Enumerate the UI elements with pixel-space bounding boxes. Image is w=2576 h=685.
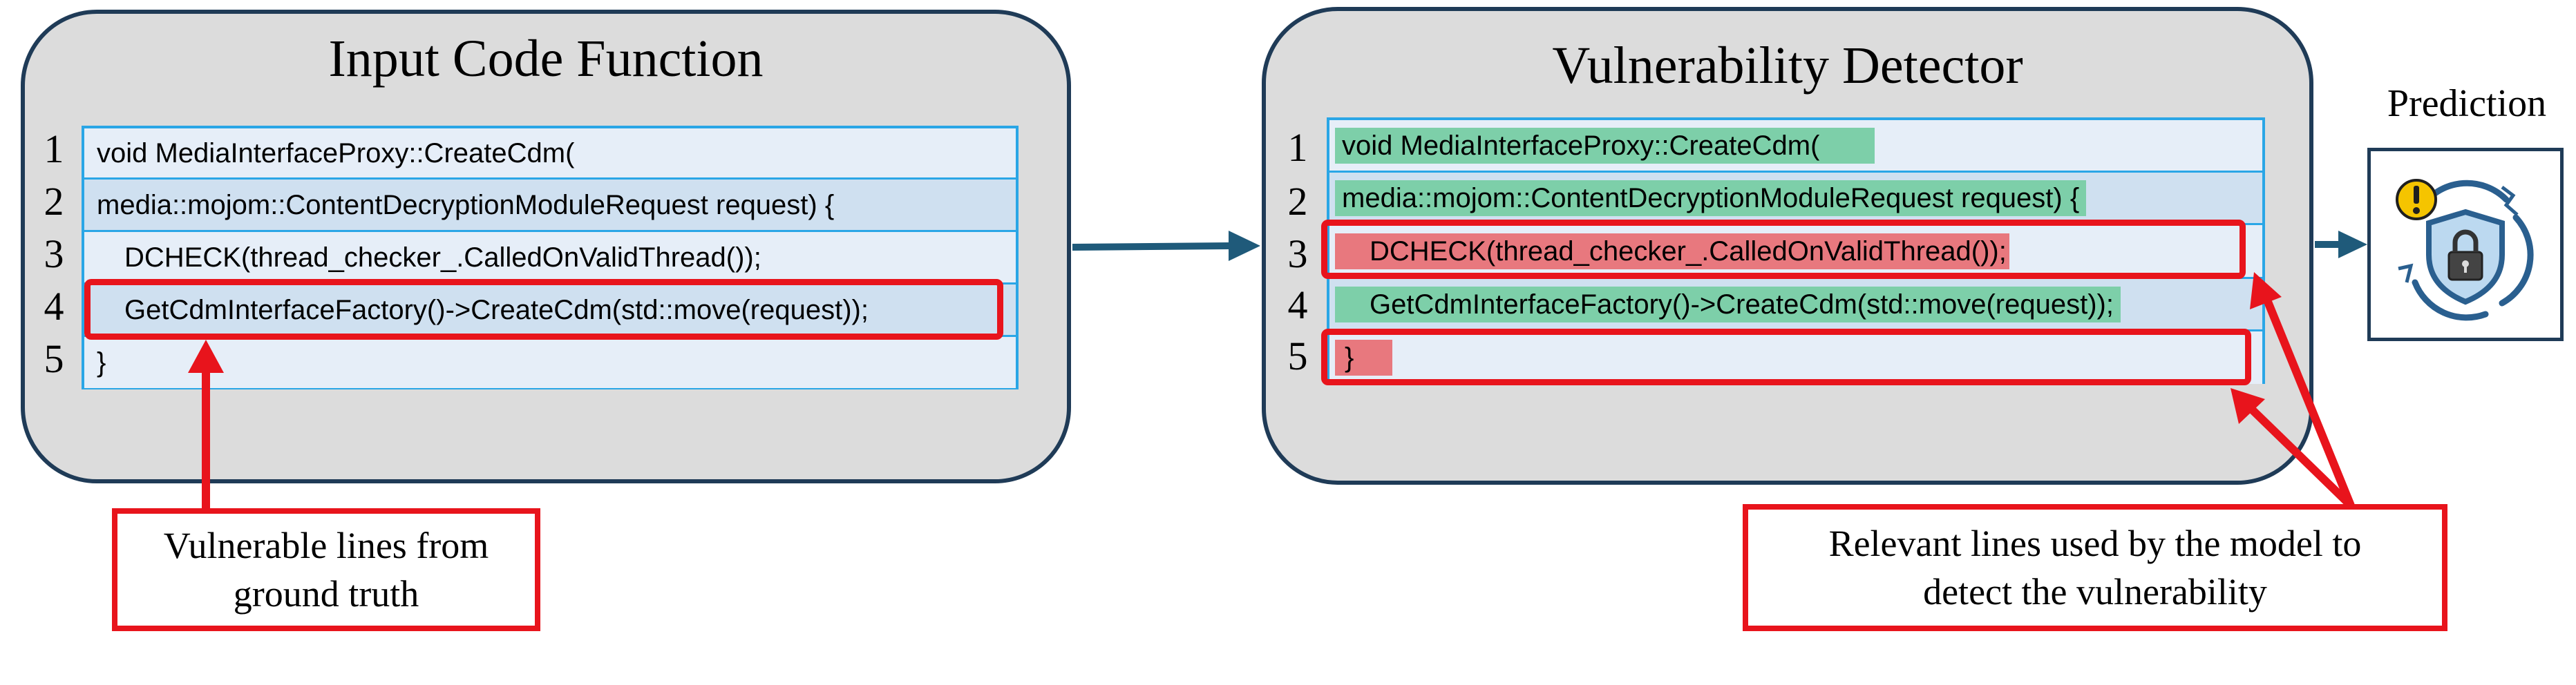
- line-number: 1: [1287, 125, 1308, 170]
- code-line-text: DCHECK(thread_checker_.CalledOnValidThre…: [124, 242, 761, 273]
- code-line-text: media::mojom::ContentDecryptionModuleReq…: [1335, 180, 2087, 216]
- code-line-text: media::mojom::ContentDecryptionModuleReq…: [97, 189, 835, 220]
- code-line: void MediaInterfaceProxy::CreateCdm(: [84, 128, 1016, 180]
- code-line: }: [1329, 331, 2262, 384]
- code-line: DCHECK(thread_checker_.CalledOnValidThre…: [84, 232, 1016, 284]
- flow-arrow-head: [2338, 231, 2367, 258]
- code-line: void MediaInterfaceProxy::CreateCdm(: [1329, 120, 2262, 173]
- line-number: 2: [1287, 179, 1308, 224]
- code-line-text: GetCdmInterfaceFactory()->CreateCdm(std:…: [124, 294, 869, 325]
- code-line: media::mojom::ContentDecryptionModuleReq…: [1329, 173, 2262, 225]
- code-line-text: void MediaInterfaceProxy::CreateCdm(: [1335, 127, 1875, 164]
- code-line-text: DCHECK(thread_checker_.CalledOnValidThre…: [1335, 233, 2009, 269]
- line-number: 2: [44, 179, 64, 224]
- line-number: 5: [44, 336, 64, 381]
- line-number: 5: [1287, 334, 1308, 378]
- code-line-text: }: [97, 347, 106, 378]
- input-code-block: void MediaInterfaceProxy::CreateCdm( med…: [82, 126, 1019, 389]
- detector-code-block: void MediaInterfaceProxy::CreateCdm( med…: [1327, 117, 2265, 384]
- model-relevant-arrow: [2262, 296, 2355, 508]
- line-number: 3: [44, 231, 64, 276]
- model-relevant-highlight: [1321, 329, 2251, 385]
- model-relevant-arrow-head: [2231, 388, 2265, 424]
- vulnerability-detector-title: Vulnerability Detector: [1552, 37, 2023, 95]
- prediction-label: Prediction: [2387, 82, 2547, 125]
- model-relevant-callout: Relevant lines used by the model to dete…: [1743, 504, 2447, 631]
- model-relevant-arrow: [2248, 405, 2354, 509]
- prediction-box: [2367, 148, 2564, 341]
- flow-arrow: [1072, 242, 1233, 251]
- shield-lock-alert-icon: [2396, 179, 2534, 321]
- code-line: }: [84, 337, 1016, 388]
- line-number: 4: [44, 284, 64, 329]
- input-code-title: Input Code Function: [328, 30, 764, 88]
- code-line-text: void MediaInterfaceProxy::CreateCdm(: [97, 137, 575, 168]
- model-relevant-arrow-head: [2250, 272, 2282, 309]
- code-line: GetCdmInterfaceFactory()->CreateCdm(std:…: [1329, 279, 2262, 331]
- ground-truth-highlight: [84, 279, 1003, 340]
- code-line-text: }: [1335, 340, 1393, 376]
- ground-truth-arrow-head: [188, 340, 224, 373]
- line-number: 3: [1287, 231, 1308, 276]
- code-line: media::mojom::ContentDecryptionModuleReq…: [84, 180, 1016, 232]
- ground-truth-callout: Vulnerable lines from ground truth: [112, 508, 540, 631]
- line-number: 4: [1287, 282, 1308, 327]
- flow-arrow-head: [1229, 231, 1260, 261]
- code-line-text: GetCdmInterfaceFactory()->CreateCdm(std:…: [1335, 286, 2121, 322]
- line-number: 1: [44, 126, 64, 171]
- model-relevant-highlight: [1321, 220, 2246, 279]
